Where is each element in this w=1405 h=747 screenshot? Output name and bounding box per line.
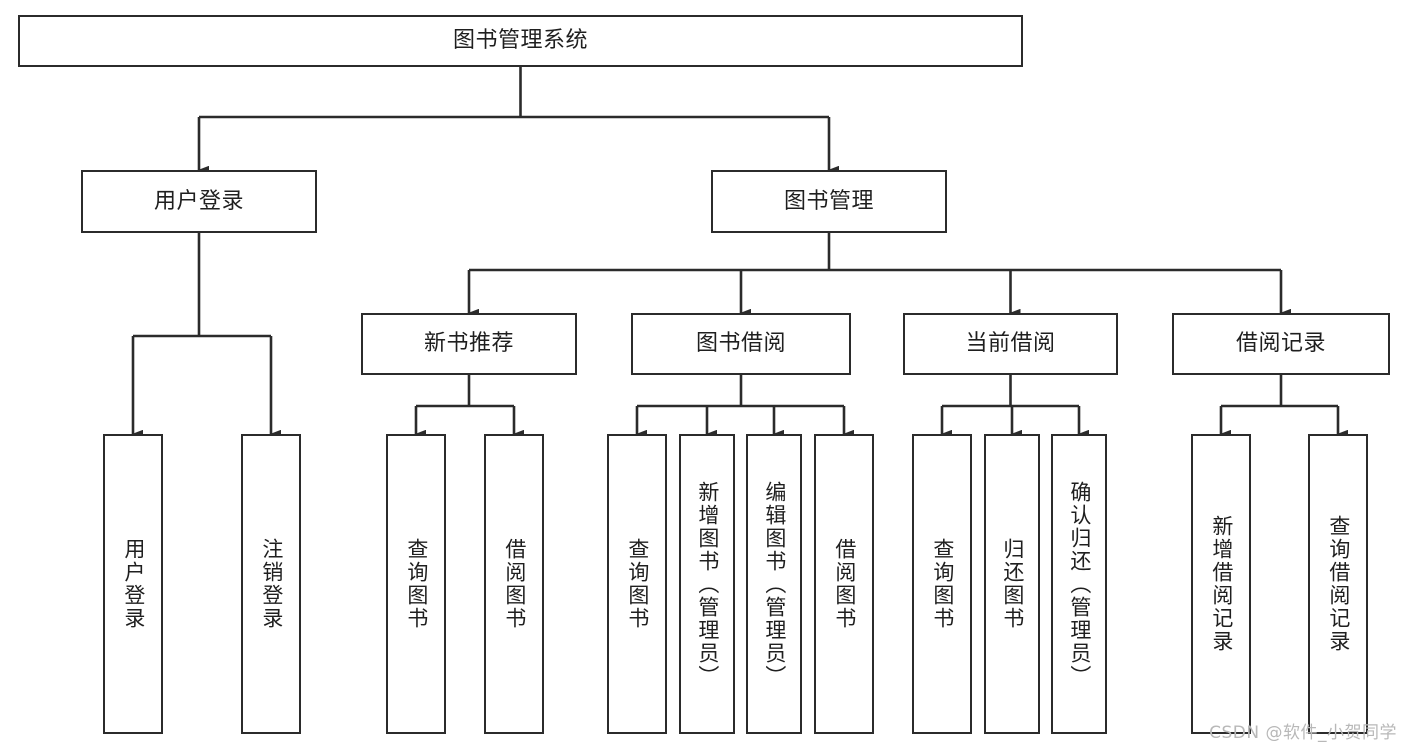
- node-l_qrec[interactable]: 查询借阅记录: [1308, 434, 1368, 734]
- node-l_ret[interactable]: 归还图书: [984, 434, 1040, 734]
- node-l_addrec[interactable]: 新增借阅记录: [1191, 434, 1251, 734]
- node-l_edit[interactable]: 编辑图书（管理员）: [746, 434, 802, 734]
- node-label: 查询图书: [404, 538, 429, 630]
- node-label: 归还图书: [1000, 538, 1025, 630]
- node-label: 借阅记录: [1235, 331, 1326, 357]
- node-l_logout[interactable]: 注销登录: [241, 434, 301, 734]
- node-l_q3[interactable]: 查询图书: [912, 434, 972, 734]
- node-label: 新增图书（管理员）: [695, 480, 720, 688]
- node-label: 新书推荐: [423, 331, 514, 357]
- node-l_b2[interactable]: 借阅图书: [814, 434, 874, 734]
- node-label: 借阅图书: [502, 538, 527, 630]
- node-label: 查询借阅记录: [1326, 515, 1351, 653]
- node-records[interactable]: 借阅记录: [1172, 313, 1390, 375]
- node-borrow[interactable]: 图书借阅: [631, 313, 851, 375]
- node-label: 新增借阅记录: [1209, 515, 1234, 653]
- node-label: 图书管理: [783, 188, 874, 214]
- node-label: 用户登录: [153, 188, 244, 214]
- node-label: 当前借阅: [965, 331, 1056, 357]
- node-label: 图书借阅: [695, 331, 786, 357]
- node-label: 借阅图书: [832, 538, 857, 630]
- node-label: 确认归还（管理员）: [1067, 480, 1092, 688]
- node-newrec[interactable]: 新书推荐: [361, 313, 577, 375]
- node-label: 查询图书: [930, 538, 955, 630]
- node-label: 查询图书: [625, 538, 650, 630]
- node-root[interactable]: 图书管理系统: [18, 15, 1023, 67]
- node-l_conf[interactable]: 确认归还（管理员）: [1051, 434, 1107, 734]
- node-current[interactable]: 当前借阅: [903, 313, 1118, 375]
- node-l_login[interactable]: 用户登录: [103, 434, 163, 734]
- node-l_b1[interactable]: 借阅图书: [484, 434, 544, 734]
- node-label: 用户登录: [121, 538, 146, 630]
- node-l_add[interactable]: 新增图书（管理员）: [679, 434, 735, 734]
- node-login[interactable]: 用户登录: [81, 170, 317, 233]
- node-l_q1[interactable]: 查询图书: [386, 434, 446, 734]
- node-label: 注销登录: [259, 538, 284, 630]
- watermark-label: CSDN @软件_小贺同学: [1209, 723, 1397, 743]
- node-label: 图书管理系统: [452, 28, 588, 54]
- node-bookmgmt[interactable]: 图书管理: [711, 170, 947, 233]
- node-l_q2[interactable]: 查询图书: [607, 434, 667, 734]
- node-label: 编辑图书（管理员）: [762, 480, 787, 688]
